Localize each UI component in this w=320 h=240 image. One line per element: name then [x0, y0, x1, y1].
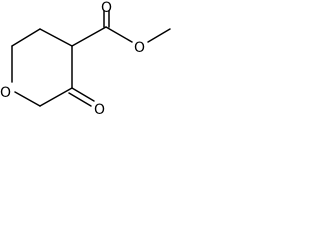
ring-bond-c5-c6	[39, 87, 73, 107]
ketone-oxygen-label: O	[94, 102, 105, 118]
ketone-bond-b	[68, 92, 92, 107]
bond-c4-ester-c	[71, 26, 107, 47]
ring-oxygen-label: O	[0, 85, 11, 101]
ring-bond-c2-c3	[11, 28, 41, 47]
methoxy-bond	[147, 28, 171, 43]
ester-ether-oxygen-label: O	[134, 40, 145, 56]
ketone-bond-a	[71, 87, 95, 102]
ester-carbonyl-oxygen-label: O	[101, 0, 112, 16]
ring-bond-c6-o1	[14, 91, 41, 107]
chemical-structure: O O O O	[0, 0, 171, 118]
ester-ether-bond	[105, 26, 133, 43]
ring-bond-c3-c4	[39, 28, 73, 47]
